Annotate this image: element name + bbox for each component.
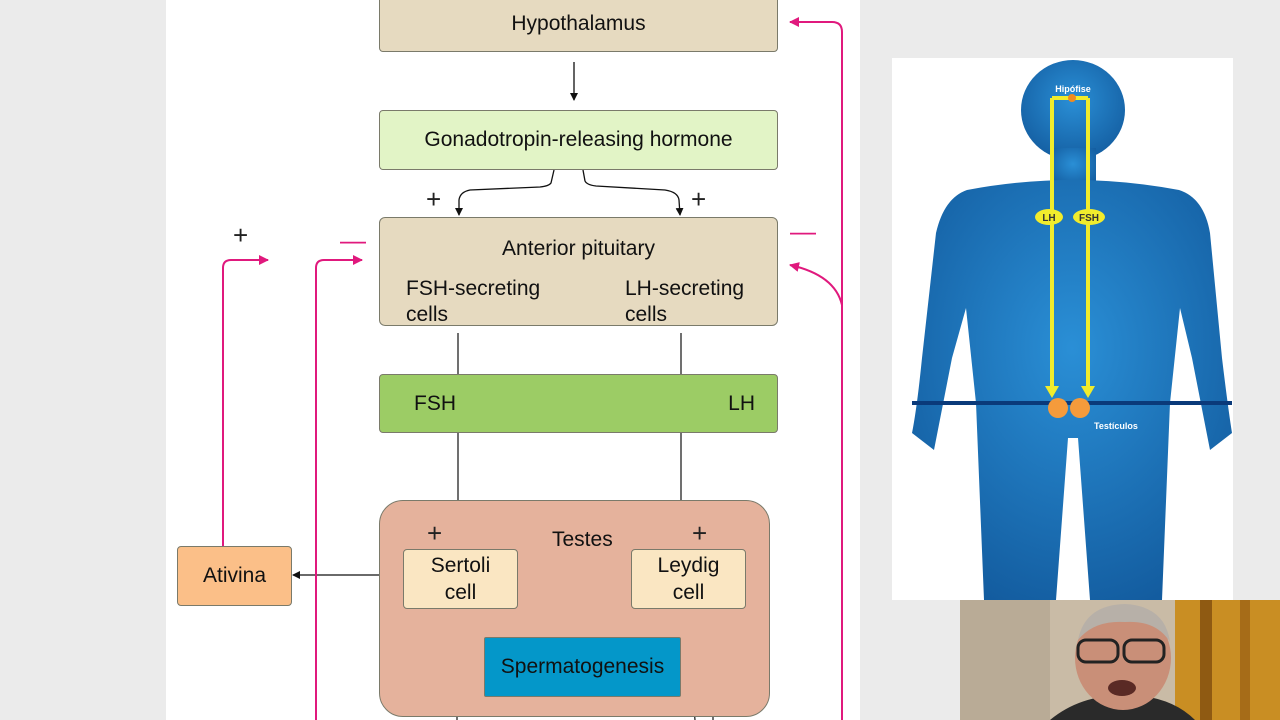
fsh-hormone-label: FSH (414, 391, 456, 415)
lh-cells-line2: cells (625, 303, 668, 326)
feedback-to-hypothalamus (789, 17, 843, 720)
minus-sign-left: — (340, 225, 366, 255)
anterior-pituitary-title: Anterior pituitary (502, 237, 655, 260)
body-testicles-label: Testículos (1094, 421, 1138, 431)
leydig-cell-box: Leydig cell (631, 549, 746, 609)
lh-arrowhead (1045, 386, 1059, 398)
feedback-ativina-to-pituitary (222, 255, 269, 546)
hypothalamus-box: Hypothalamus (379, 0, 778, 52)
hypophysis-dot (1068, 94, 1076, 102)
spermatogenesis-label: Spermatogenesis (500, 655, 665, 678)
testis-right (1070, 398, 1090, 418)
glasses-left (1076, 638, 1120, 664)
leydig-line2: cell (672, 581, 705, 604)
feedback-testes-to-pituitary (315, 255, 363, 720)
ativina-label: Ativina (202, 564, 267, 587)
minus-sign-right: — (790, 216, 816, 246)
webcam-overlay (960, 600, 1280, 720)
plus-sign-leydig: + (692, 518, 708, 548)
plus-sign-gnrh-fsh: + (426, 184, 442, 214)
plus-sign-sertoli: + (427, 518, 443, 548)
fsh-cells-line1: FSH-secreting (406, 277, 541, 300)
sertoli-line2: cell (444, 581, 477, 604)
plus-sign-ativina: + (233, 220, 249, 250)
hormones-box: FSH LH (379, 374, 778, 433)
leydig-line1: Leydig (657, 554, 720, 577)
lh-hormone-label: LH (728, 391, 755, 415)
sertoli-line1: Sertoli (430, 554, 491, 577)
spermatogenesis-box: Spermatogenesis (484, 637, 681, 697)
sertoli-cell-box: Sertoli cell (403, 549, 518, 609)
fsh-secreting-cells: FSH-secreting cells (406, 276, 540, 328)
arrow-gnrh-to-lh-cells (582, 169, 684, 216)
fsh-cells-line2: cells (406, 303, 449, 326)
hypothalamus-label: Hypothalamus (511, 11, 646, 35)
body-hypophysis-label: Hipófise (1055, 84, 1091, 94)
ativina-box: Ativina (177, 546, 292, 606)
human-body-figure: LH FSH Hipófise Testículos (912, 60, 1232, 600)
glasses-right (1122, 638, 1166, 664)
presenter-head (1075, 606, 1171, 710)
lh-cells-line1: LH-secreting (625, 277, 745, 300)
presenter-video (960, 600, 1280, 720)
testes-title: Testes (552, 528, 613, 551)
gnrh-box: Gonadotropin-releasing hormone (379, 110, 778, 170)
arrow-gnrh-to-fsh-cells (455, 169, 555, 216)
fsh-arrowhead (1081, 386, 1095, 398)
feedback-to-pituitary-right (789, 262, 843, 306)
plus-sign-gnrh-lh: + (691, 184, 707, 214)
body-fsh-label: FSH (1079, 213, 1099, 224)
testis-left (1048, 398, 1068, 418)
lh-secreting-cells: LH-secreting cells (625, 276, 744, 328)
gnrh-label: Gonadotropin-releasing hormone (424, 128, 733, 151)
body-illustration: LH FSH Hipófise Testículos (892, 58, 1233, 600)
body-lh-label: LH (1042, 213, 1055, 224)
anterior-pituitary-box: Anterior pituitary FSH-secreting cells L… (379, 217, 778, 326)
